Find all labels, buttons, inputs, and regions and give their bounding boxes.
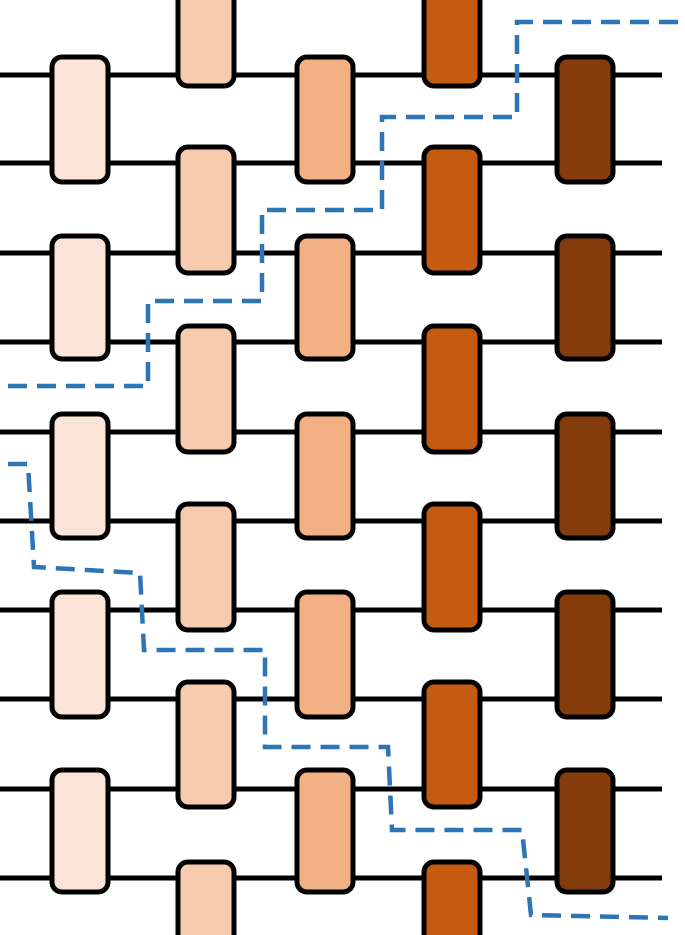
gate-col5-4 xyxy=(554,589,616,720)
gate-col2-2 xyxy=(175,144,237,276)
gate-col5-3 xyxy=(554,411,616,541)
gate-col1-2 xyxy=(49,233,111,362)
gate-group xyxy=(49,0,616,935)
cut-line-group xyxy=(8,19,685,921)
gate-col1-3 xyxy=(49,411,111,541)
gate-col2-6 xyxy=(175,859,237,935)
gate-col4-1 xyxy=(421,0,483,89)
gate-col2-5 xyxy=(175,679,237,810)
gate-col3-3 xyxy=(294,411,356,541)
gate-col3-1 xyxy=(294,54,356,185)
cut-line-2 xyxy=(8,461,669,921)
gate-col5-5 xyxy=(554,767,616,895)
gate-col1-4 xyxy=(49,589,111,720)
gate-col3-4 xyxy=(294,589,356,720)
gate-col4-5 xyxy=(421,679,483,810)
gate-col2-1 xyxy=(175,0,237,89)
gate-col1-1 xyxy=(49,54,111,185)
gate-col5-2 xyxy=(554,233,616,362)
gate-col4-4 xyxy=(421,501,483,633)
gate-col4-3 xyxy=(421,323,483,455)
gate-col4-6 xyxy=(421,859,483,935)
cut-line-1 xyxy=(8,19,685,389)
gate-col5-1 xyxy=(554,54,616,185)
gate-col2-4 xyxy=(175,501,237,633)
gate-col1-5 xyxy=(49,767,111,895)
gate-col2-3 xyxy=(175,323,237,455)
gate-col3-2 xyxy=(294,233,356,362)
gate-col4-2 xyxy=(421,144,483,276)
gate-col3-5 xyxy=(294,767,356,895)
